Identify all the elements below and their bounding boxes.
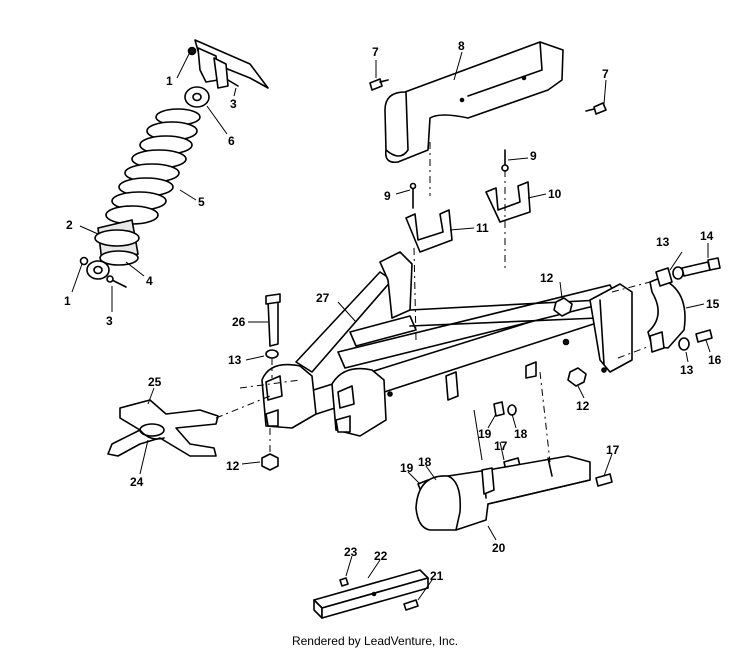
callout-18-lower: 18 <box>418 455 432 469</box>
callout-16: 16 <box>708 353 722 367</box>
callout-13-right: 13 <box>680 363 694 377</box>
callout-numbers: 1 3 6 5 2 4 1 3 7 8 7 9 9 10 11 13 14 12… <box>64 39 722 583</box>
render-credit: Rendered by LeadVenture, Inc. <box>291 634 459 648</box>
swing-arm-frame <box>261 251 633 437</box>
callout-13-left: 13 <box>228 353 242 367</box>
callout-9-left: 9 <box>384 189 391 203</box>
callout-3-upper: 3 <box>230 97 237 111</box>
callout-19-upper: 19 <box>478 427 492 441</box>
callout-17-upper: 17 <box>494 439 508 453</box>
callout-12-left: 12 <box>226 459 240 473</box>
callout-19-lower: 19 <box>400 461 414 475</box>
callout-12-right: 12 <box>576 399 590 413</box>
callout-3-lower: 3 <box>106 314 113 328</box>
callout-7-left: 7 <box>372 45 379 59</box>
callout-5: 5 <box>198 195 205 209</box>
hardware <box>261 257 721 495</box>
callout-1-upper: 1 <box>166 74 173 88</box>
callout-17-right: 17 <box>606 443 620 457</box>
callout-21: 21 <box>430 569 444 583</box>
callout-18-upper: 18 <box>514 427 528 441</box>
skid-plate <box>415 455 591 531</box>
callout-27: 27 <box>316 291 330 305</box>
shock-absorber-assembly <box>79 39 269 288</box>
square-tube <box>313 569 429 619</box>
callout-2: 2 <box>66 218 73 232</box>
chain-guard <box>369 41 607 164</box>
callout-22: 22 <box>374 549 388 563</box>
callout-23: 23 <box>344 545 358 559</box>
callout-25: 25 <box>148 375 162 389</box>
callout-7-right: 7 <box>602 67 609 81</box>
callout-6: 6 <box>228 134 235 148</box>
callout-9-right: 9 <box>530 149 537 163</box>
mounting-brackets <box>405 149 531 253</box>
callout-12-top: 12 <box>540 271 554 285</box>
callout-4: 4 <box>146 274 153 288</box>
coil-spring <box>105 108 201 225</box>
callout-10: 10 <box>548 187 562 201</box>
callout-20: 20 <box>492 541 506 555</box>
callout-8: 8 <box>458 39 465 53</box>
centerlines <box>215 142 651 463</box>
callout-1-lower: 1 <box>64 294 71 308</box>
callout-11: 11 <box>476 221 489 235</box>
axle-clamp <box>647 267 686 353</box>
cross-bracket <box>107 399 219 457</box>
callout-24: 24 <box>130 475 144 489</box>
callout-26: 26 <box>232 315 246 329</box>
callout-15: 15 <box>706 297 720 311</box>
callout-13-top: 13 <box>656 235 670 249</box>
callout-14: 14 <box>700 229 714 243</box>
leader-lines <box>71 51 711 601</box>
